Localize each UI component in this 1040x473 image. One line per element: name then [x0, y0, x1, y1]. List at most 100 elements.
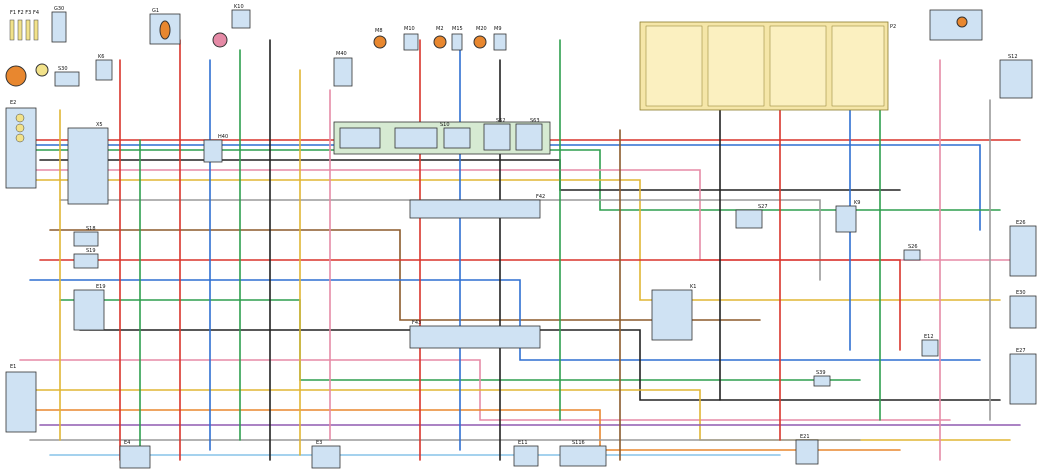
component-e19: E19 — [73, 284, 106, 331]
s18-box — [73, 231, 99, 247]
motor-m20 — [473, 35, 487, 49]
label-M20: M20 — [476, 26, 487, 32]
component-e4: E4 — [119, 440, 151, 469]
component-s12: S12 — [999, 54, 1033, 99]
wire-black-2 — [79, 329, 1001, 401]
e11-box — [513, 445, 539, 467]
label-S27: S27 — [758, 204, 768, 210]
label-E12: E12 — [924, 334, 934, 340]
label-S19: S19 — [86, 248, 96, 254]
s12-box — [999, 59, 1033, 99]
s39-box — [813, 375, 831, 387]
fuse-block-f1: F1 F2 F3 F4 — [5, 10, 49, 87]
label-M10: M10 — [404, 26, 415, 32]
p2-module-2 — [707, 25, 765, 107]
fuse-bank-f43: F43 — [409, 320, 541, 349]
label-K9: K9 — [854, 200, 860, 206]
e30-box — [1009, 295, 1037, 329]
wire-black-1 — [39, 159, 901, 191]
component-e30: E30 — [1009, 290, 1037, 329]
label-S63: S63 — [530, 118, 540, 124]
k9-box — [835, 205, 857, 233]
label-S12: S12 — [1008, 54, 1018, 60]
label-K6: K6 — [98, 54, 104, 60]
e19-box — [73, 289, 105, 331]
fuse-4 — [33, 19, 39, 41]
fuse-2 — [17, 19, 23, 41]
label-F43: F43 — [412, 320, 421, 326]
label-E30: E30 — [1016, 290, 1026, 296]
component-s27: S27 — [735, 204, 768, 229]
e1-box — [5, 371, 37, 433]
e2-lamp-2 — [15, 123, 25, 133]
p2-module-4 — [831, 25, 885, 107]
component-s39: S39 — [813, 370, 831, 387]
label-E3: E3 — [316, 440, 322, 446]
e27-box — [1009, 353, 1037, 405]
fuse-bank-f42: F42 — [409, 194, 545, 219]
wire-red-2 — [39, 259, 901, 351]
label-E1: E1 — [10, 364, 16, 370]
f43-bank — [409, 325, 541, 349]
e26-box — [1009, 225, 1037, 277]
label-M8: M8 — [375, 28, 383, 34]
wire-yellow-2 — [29, 389, 1011, 441]
g1-coil — [159, 20, 171, 40]
motor-row: M8 M10 M2 M15 M20 M9 — [373, 26, 507, 51]
label-E19: E19 — [96, 284, 106, 290]
wire-brown-1 — [49, 229, 761, 321]
horn-symbol — [212, 32, 228, 48]
wire-yellow-1 — [29, 179, 1001, 301]
top-right-relay-box — [929, 9, 983, 41]
h40-box — [203, 139, 223, 163]
label-S30: S30 — [58, 66, 68, 72]
motor-m10 — [403, 33, 419, 51]
component-e1: E1 — [5, 364, 37, 433]
label-E26: E26 — [1016, 220, 1026, 226]
label-S18: S18 — [86, 226, 96, 232]
s63-box — [515, 123, 543, 151]
switch-panel-s10: S10 S62 S63 — [333, 118, 551, 155]
label-M40: M40 — [336, 51, 347, 57]
component-h40: H40 — [203, 134, 228, 163]
label-F42: F42 — [536, 194, 545, 200]
e12-box — [921, 339, 939, 357]
s30-box — [54, 71, 80, 87]
component-e27: E27 — [1009, 348, 1037, 405]
label-E21: E21 — [800, 434, 810, 440]
label-X5: X5 — [96, 122, 103, 128]
top-right-relay-coil — [956, 16, 968, 28]
label-K10: K10 — [234, 4, 244, 10]
component-s30: S30 — [54, 66, 80, 87]
fuse-1 — [9, 19, 15, 41]
component-e26: E26 — [1009, 220, 1037, 277]
wires — [19, 39, 1021, 461]
component-k1: K1 — [651, 284, 696, 341]
e4-box — [119, 445, 151, 469]
component-s19: S19 — [73, 248, 99, 269]
generator-symbol — [5, 65, 27, 87]
label-S10: S10 — [440, 122, 450, 128]
label-M9: M9 — [494, 26, 502, 32]
s10-switch-a — [339, 127, 381, 149]
k6-box — [95, 59, 113, 81]
component-e11: E11 — [513, 440, 539, 467]
label-E11: E11 — [518, 440, 528, 446]
component-x5: X5 — [67, 122, 109, 205]
fuse-3 — [25, 19, 31, 41]
component-g1: G1 — [149, 8, 181, 45]
label-S62: S62 — [496, 118, 506, 124]
s62-box — [483, 123, 511, 151]
label-E4: E4 — [124, 440, 130, 446]
component-e12: E12 — [921, 334, 939, 357]
label-H40: H40 — [218, 134, 228, 140]
label-E2: E2 — [10, 100, 16, 106]
label-M15: M15 — [452, 26, 463, 32]
component-g30: G30 — [51, 6, 67, 43]
e3-box — [311, 445, 341, 469]
wire-blue-2 — [29, 279, 981, 361]
wire-grey-1 — [59, 199, 821, 281]
motor-m15 — [451, 33, 463, 51]
instrument-cluster-p2: P2 — [639, 21, 896, 111]
